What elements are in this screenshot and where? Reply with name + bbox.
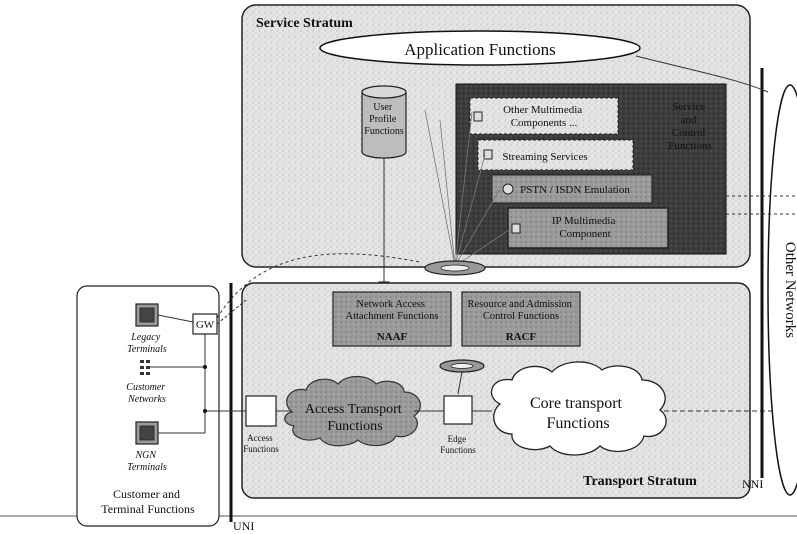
customer-networks-label: Customer Networks [126,382,167,405]
transport-interface-ring-inner [450,363,474,369]
customer-junction-2 [203,409,207,413]
ngn-terminals-label: NGN Terminals [127,450,167,473]
ip-multimedia-port [511,223,521,234]
customer-wiring [150,253,421,434]
customer-junction-1 [203,365,207,369]
streaming-services-box[interactable] [477,139,634,171]
ip-multimedia-box[interactable] [507,207,669,249]
legacy-terminals-label: Legacy Terminals [127,332,167,355]
other-multimedia-box[interactable] [469,97,619,135]
edge-functions-label: Edge Functions [440,434,476,455]
transport-stratum-title: Transport Stratum [583,474,697,489]
naaf-box[interactable] [332,291,452,347]
access-functions-box[interactable] [245,395,277,427]
app-to-other-networks-link [635,55,769,93]
access-transport-cloud[interactable] [284,375,421,447]
naaf-label: Network Access Attachment Functions [345,299,438,322]
other-multimedia-port [473,111,483,122]
racf-abbr: RACF [506,331,537,343]
service-control-reference-lines [424,109,513,267]
application-functions-ellipse[interactable] [319,30,641,66]
ip-multimedia-label: IP Multimedia Component [552,215,618,240]
user-profile-label: User Profile Functions [364,102,404,137]
access-functions-label: Access Functions [243,433,279,454]
core-transport-label: Core transport Functions [530,395,626,432]
gw-label: GW [196,319,215,331]
edge-functions-box[interactable] [443,395,473,425]
customer-terminal-panel [76,285,220,527]
naaf-abbr: NAAF [377,331,408,343]
racf-to-edge-link [457,371,463,395]
uni-label: UNI [233,519,254,533]
legacy-terminal-icon[interactable] [135,303,159,327]
access-transport-label: Access Transport Functions [305,402,405,434]
service-stratum-title: Service Stratum [256,16,353,31]
service-control-label: Service and Control Functions [668,101,711,152]
customer-terminal-title: Customer and Terminal Functions [101,487,195,516]
ngn-terminal-icon[interactable] [135,421,159,445]
other-networks-ellipse[interactable] [767,84,797,496]
application-functions-label: Application Functions [404,40,556,59]
other-multimedia-label: Other Multimedia Components ... [503,104,585,129]
pstn-emulation-port [502,183,514,195]
pstn-emulation-box[interactable] [491,174,653,204]
pstn-emulation-label: PSTN / ISDN Emulation [520,184,630,196]
streaming-services-port [483,149,493,160]
streaming-services-label: Streaming Services [502,151,587,163]
customer-network-icon[interactable] [140,360,150,375]
core-transport-cloud[interactable] [490,361,667,456]
racf-box[interactable] [461,291,581,347]
nni-label: NNI [742,477,763,491]
racf-label: Resource and Admission Control Functions [467,299,574,322]
other-networks-label: Other Networks [782,242,797,338]
stratum-interface-ring-inner [440,264,470,272]
